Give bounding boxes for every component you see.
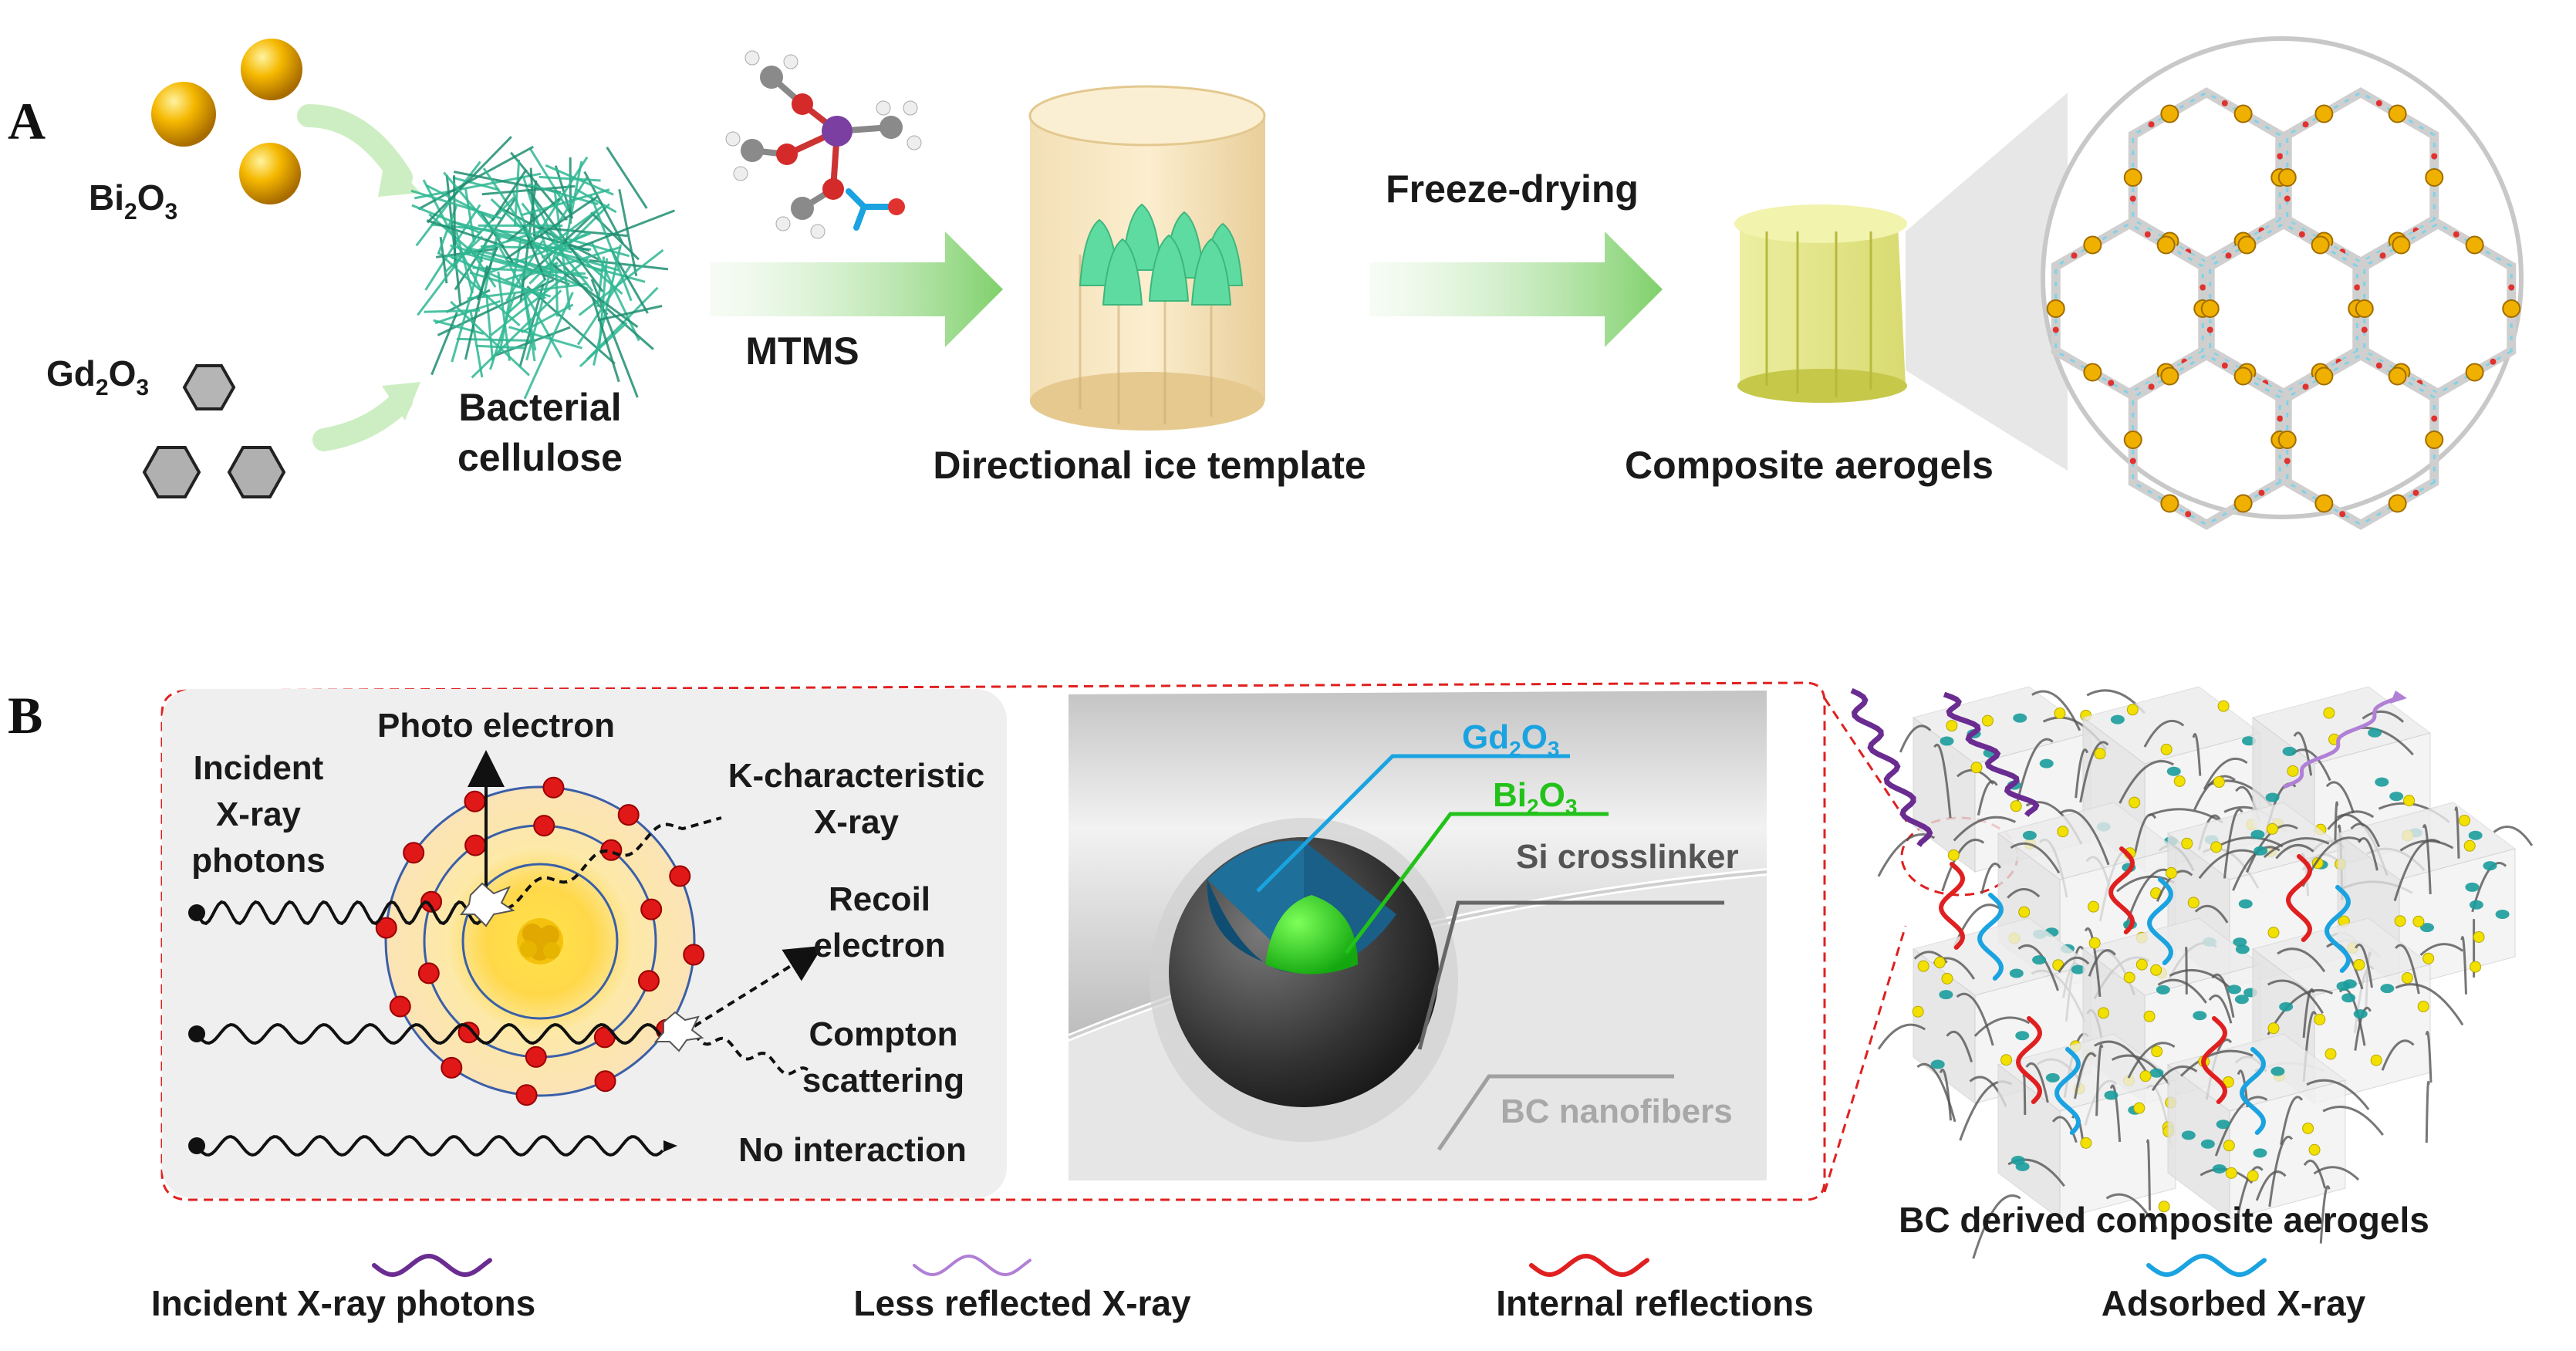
- curved-arrow-gd: [312, 390, 413, 451]
- ice-template-label: Directional ice template: [933, 444, 1366, 487]
- photon-source-2: [188, 1025, 205, 1042]
- bacterial-label-2: cellulose: [457, 436, 623, 479]
- panel-b-letter: B: [8, 686, 42, 745]
- legend-swatch: [2146, 1254, 2267, 1277]
- freeze-drying-label: Freeze-drying: [1386, 167, 1639, 211]
- legend-label: Adsorbed X-ray: [2102, 1283, 2366, 1323]
- atom-model: [384, 785, 696, 1097]
- compton-label-1: Compton: [809, 1015, 957, 1053]
- crosslink-o-atom: [888, 198, 905, 215]
- legend-label: Incident X-ray photons: [151, 1283, 535, 1323]
- photon-source-1: [188, 904, 205, 921]
- si-crosslinker-label: Si crosslinker: [1516, 838, 1739, 876]
- bacterial-cellulose-mesh: [410, 136, 676, 400]
- incident-label-3: photons: [191, 842, 326, 880]
- bi2o3-sphere-label: Bi2O3: [1493, 776, 1577, 819]
- k-characteristic-label-2: X-ray: [814, 803, 900, 841]
- photon-lines: [195, 816, 809, 1157]
- no-interaction-label: No interaction: [738, 1131, 967, 1169]
- legend-label: Internal reflections: [1496, 1283, 1814, 1323]
- photon-source-3: [188, 1137, 205, 1154]
- photoelectric-flash: [459, 882, 515, 927]
- recoil-label-1: Recoil: [829, 880, 930, 918]
- bi2o3-label: Bi2O3: [89, 177, 177, 225]
- legend-swatch: [372, 1254, 492, 1277]
- bi2o3-spheres: [151, 39, 302, 204]
- bacterial-label-1: Bacterial: [458, 386, 621, 429]
- incident-label-1: Incident: [194, 749, 324, 787]
- recoil-label-2: electron: [813, 927, 945, 964]
- zoom-cone: [1906, 93, 2068, 471]
- aerogel-3d-structure: [1850, 686, 2534, 1259]
- legend-swatch: [1529, 1254, 1649, 1277]
- mtms-molecule: [725, 50, 922, 239]
- mtms-arrow: [710, 231, 1003, 347]
- dashed-zoom-outline: [160, 681, 1911, 1201]
- ice-template-cylinder: [1028, 85, 1266, 431]
- crosslink-symbol: [846, 188, 890, 231]
- honeycomb-structure: [2046, 87, 2521, 530]
- composite-aerogels-label: Composite aerogels: [1625, 444, 1994, 487]
- gd2o3-hexagons: [142, 364, 286, 498]
- no-interaction-arrowhead: [663, 1140, 677, 1152]
- bc-derived-label: BC derived composite aerogels: [1899, 1200, 2429, 1240]
- legend: Incident X-ray photons Less reflected X-r…: [151, 1254, 2366, 1323]
- composite-aerogel-block: [1734, 204, 1907, 403]
- mtms-label: MTMS: [745, 329, 859, 373]
- incident-label-2: X-ray: [216, 795, 302, 833]
- legend-label: Less reflected X-ray: [853, 1283, 1191, 1323]
- bc-nanofibers-pointer: [1437, 1074, 1674, 1151]
- gd2o3-pointer: [1256, 754, 1570, 893]
- core-shell-sphere: [1169, 837, 1439, 1107]
- gd2o3-label: Gd2O3: [46, 353, 149, 400]
- bi2o3-pointer: [1345, 812, 1609, 954]
- freeze-drying-arrow: [1369, 231, 1663, 347]
- recoil-electron-arrow: [693, 945, 823, 1028]
- legend-swatch: [913, 1255, 1031, 1276]
- bc-nanofibers-label: BC nanofibers: [1501, 1093, 1733, 1130]
- k-characteristic-label-1: K-characteristic: [728, 757, 985, 795]
- compton-label-2: scattering: [802, 1062, 964, 1099]
- curved-arrow-bi-head: [378, 154, 420, 197]
- panel-a-letter: A: [8, 92, 46, 150]
- zoom-circle: [2041, 36, 2524, 519]
- curved-arrow-gd-head: [382, 382, 420, 420]
- photo-electron-label: Photo electron: [377, 707, 615, 745]
- compton-flash: [653, 1011, 704, 1052]
- si-crosslinker-pointer: [1417, 900, 1724, 1050]
- gd2o3-sphere-label: Gd2O3: [1462, 718, 1560, 761]
